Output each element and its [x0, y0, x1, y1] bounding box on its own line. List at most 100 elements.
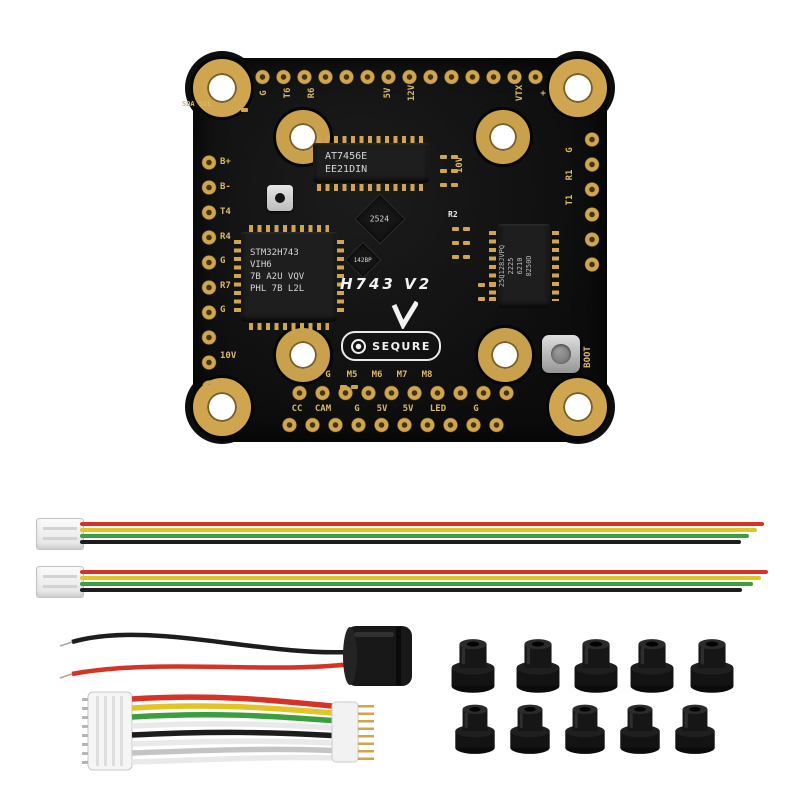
chip-marking: 142BP: [353, 256, 373, 264]
mounting-hole: [193, 378, 251, 436]
connector-pin: [82, 725, 88, 728]
standoff-hole: [476, 110, 530, 164]
mounting-hole: [549, 59, 607, 117]
standoff-hole: [276, 328, 330, 382]
pad-label: 5V: [376, 404, 388, 414]
wire-green: [80, 582, 753, 586]
wire-black: [80, 540, 741, 544]
pad-label: G: [354, 404, 360, 414]
connector-pin: [82, 707, 88, 710]
crimp-pin: [358, 750, 374, 753]
buzzer-cap: [343, 627, 357, 685]
rubber-grommet: [510, 704, 550, 754]
pad-row-left: [199, 150, 219, 385]
rubber-grommet: [630, 639, 674, 693]
connector-ridge: [112, 696, 115, 766]
chip-marking: EE21DIN: [325, 164, 368, 175]
smd-pad: [440, 169, 447, 173]
standoff-hole: [478, 328, 532, 382]
harness-wire: [131, 738, 333, 747]
wire-yellow: [80, 576, 761, 580]
pad-row-right: [582, 127, 602, 277]
chip-pins: [249, 323, 329, 330]
jst-cable: [0, 512, 800, 560]
buzzer-wire-red: [71, 661, 351, 677]
pad-row-bottom: [278, 415, 510, 435]
wire-red: [80, 522, 764, 526]
pad-row-motors: [288, 383, 518, 403]
connector-pin: [82, 743, 88, 746]
rubber-grommet: [620, 704, 660, 754]
pad-label: T6: [283, 87, 293, 99]
crimp-pin: [358, 712, 374, 715]
pad-label: CC: [291, 404, 303, 414]
smd-pad: [451, 155, 458, 159]
wire-green: [80, 534, 749, 538]
flash-chip: 25Q128JVPQ 2225 6210 8250D: [489, 224, 559, 308]
crimp-pin: [358, 720, 374, 723]
rubber-grommet: [516, 639, 560, 693]
smd-pad: [440, 183, 447, 187]
chip-marking: 8250D: [525, 255, 533, 277]
pad-label: 5V: [402, 404, 414, 414]
chip-marking: STM32H743: [250, 248, 299, 258]
crimp-pin: [358, 727, 374, 730]
buzzer-ring: [396, 627, 401, 685]
wire-yellow: [80, 528, 757, 532]
harness-wire: [131, 703, 333, 716]
chip-pins: [337, 240, 344, 314]
smd-pad: [452, 255, 459, 259]
mcu-chip: STM32H743 VIH6 7B A2U VQV PHL 7B L2L: [234, 225, 344, 330]
crimp-pin: [358, 705, 374, 708]
rubber-grommet: [565, 704, 605, 754]
pad-label: G: [473, 404, 479, 414]
smd-pad: [489, 283, 496, 287]
boot-button: [542, 335, 580, 373]
brand-name: SEQURE: [372, 339, 431, 353]
chip-marking: 6210: [516, 257, 524, 275]
wire-black: [80, 588, 742, 592]
rubber-grommet: [574, 639, 618, 693]
chip-pins: [552, 231, 559, 301]
pad-label: R7: [220, 281, 231, 291]
brand-logo-icon: [351, 338, 367, 354]
chip-marking: VIH6: [250, 260, 272, 270]
smd-pad: [241, 108, 248, 112]
harness-wire: [131, 721, 333, 731]
wire-red: [80, 570, 768, 574]
chip-marking: 2225: [507, 257, 515, 275]
connector-ridge: [104, 696, 107, 766]
smd-pad: [451, 169, 458, 173]
buzzer-assembly: [59, 626, 412, 686]
flight-controller-board: G T6 R6 5V 12V VTX + B+ B- T4 R4 G R7 G …: [182, 51, 615, 445]
smd-pad: [452, 241, 459, 245]
rubber-grommet: [690, 639, 734, 693]
jst-connector: [36, 518, 84, 550]
smd-pad: [463, 241, 470, 245]
osd-chip: AT7456E EE21DIN: [313, 136, 429, 191]
buzzer-body: [346, 626, 412, 686]
pad-row-top: [252, 67, 548, 87]
r2-label: R2: [448, 210, 458, 219]
rubber-grommet: [675, 704, 715, 754]
crimp-housing: [331, 701, 359, 763]
pad-label: B-: [220, 182, 231, 192]
jst-cable: [0, 560, 800, 608]
connector-ridge: [96, 696, 99, 766]
chip-marking: 2524: [370, 214, 390, 224]
buzzer-highlight: [354, 632, 394, 637]
bare-lead: [59, 673, 73, 679]
board-model-label: H743 V2: [340, 275, 433, 293]
smd-pad: [440, 155, 447, 159]
pad-label: LED: [429, 404, 447, 414]
smd-pad: [451, 183, 458, 187]
harness-wire: [131, 711, 333, 724]
connector-pin: [82, 734, 88, 737]
pad-label: T1: [565, 194, 575, 206]
pad-label: CAM: [314, 404, 332, 414]
chip-pins: [249, 225, 329, 232]
smd-pad: [489, 297, 496, 301]
chip-marking: 25Q128JVPQ: [498, 244, 506, 288]
barometer-port: [275, 193, 285, 203]
